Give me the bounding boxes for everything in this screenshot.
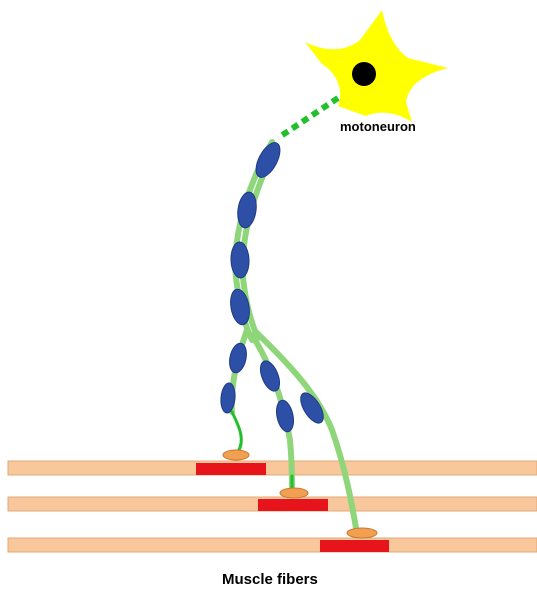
bouton-3 — [347, 528, 377, 538]
axon-hillock-dotted — [278, 98, 338, 138]
muscle-fiber-3 — [8, 538, 537, 552]
bouton-2 — [280, 488, 308, 498]
muscle-fibers-label: Muscle fibers — [222, 571, 318, 588]
axon-terminal-1 — [232, 412, 241, 452]
myelin-segment — [227, 342, 249, 375]
endplate-1 — [196, 463, 266, 475]
motoneuron-nucleus — [352, 62, 376, 86]
motoneuron-label: motoneuron — [340, 119, 416, 134]
bouton-1 — [223, 450, 249, 460]
endplate-3 — [320, 540, 389, 552]
endplate-2 — [258, 499, 328, 511]
muscle-fiber-1 — [8, 461, 537, 475]
myelin-segment — [274, 399, 296, 434]
